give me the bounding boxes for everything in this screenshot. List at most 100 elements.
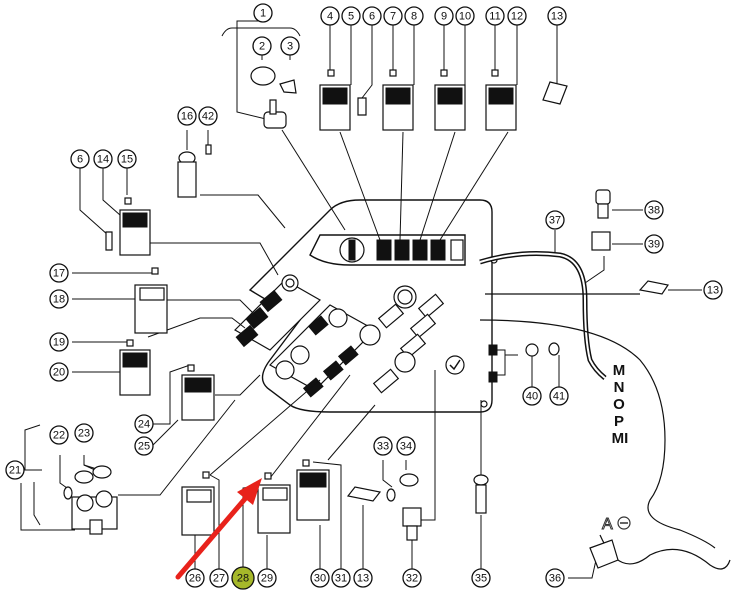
callout-18: 18	[49, 289, 69, 309]
wiring-harness	[479, 251, 731, 570]
clip-41	[548, 342, 560, 356]
callout-circle	[209, 568, 229, 588]
callout-41: 41	[549, 386, 569, 406]
callout-label: 22	[53, 430, 65, 442]
callout-23: 23	[74, 423, 94, 443]
connector-label: O	[613, 396, 625, 413]
callout-35: 35	[471, 568, 491, 588]
callout-29: 29	[257, 568, 277, 588]
callout-circle	[331, 568, 351, 588]
clip	[279, 79, 297, 94]
callout-3: 3	[280, 36, 300, 56]
callout-circle	[74, 423, 94, 443]
rocker-switch-29	[257, 484, 291, 534]
callout-circle	[320, 6, 340, 26]
lens-31	[302, 459, 310, 467]
potentiometer-32	[402, 507, 422, 527]
red-arrow	[175, 478, 262, 580]
callout-42: 42	[198, 106, 218, 126]
callout-label: 32	[406, 573, 418, 585]
callout-label: 34	[400, 441, 412, 453]
callout-circle	[485, 6, 505, 26]
callout-label: 6	[77, 154, 83, 166]
callout-label: 10	[459, 11, 471, 23]
callout-circle	[404, 6, 424, 26]
callout-circle	[310, 568, 330, 588]
callout-circle	[198, 106, 218, 126]
rocker-switch-30	[296, 469, 330, 521]
connector-label: P	[614, 413, 624, 430]
callout-circle	[547, 6, 567, 26]
callout-circle	[545, 568, 565, 588]
callout-12: 12	[507, 6, 527, 26]
callout-label: 7	[390, 11, 396, 23]
callout-6: 6	[70, 149, 90, 169]
callout-circle	[471, 568, 491, 588]
callout-label: 4	[327, 11, 333, 23]
callout-label: 15	[121, 154, 133, 166]
leader-lines	[20, 20, 702, 579]
callout-8: 8	[404, 6, 424, 26]
callout-circle	[703, 280, 723, 300]
callout-label: 40	[526, 391, 538, 403]
callout-label: 18	[53, 294, 65, 306]
callout-circle	[549, 386, 569, 406]
lens-28	[264, 472, 272, 480]
callout-circle	[93, 149, 113, 169]
callout-39: 39	[644, 234, 664, 254]
callout-label: 17	[53, 268, 65, 280]
lens-17	[151, 267, 159, 275]
callout-label: 16	[181, 111, 193, 123]
left-switch-bank	[234, 274, 321, 351]
callout-circle	[177, 106, 197, 126]
callout-circle	[362, 6, 382, 26]
callout-label: 24	[138, 419, 150, 431]
callout-circle	[341, 6, 361, 26]
connector-label: MI	[612, 430, 629, 447]
callout-circle	[117, 149, 137, 169]
callout-2: 2	[252, 36, 272, 56]
callout-32: 32	[402, 568, 422, 588]
callout-25: 25	[134, 436, 154, 456]
callout-34: 34	[396, 436, 416, 456]
callout-9: 9	[434, 6, 454, 26]
callout-label: 29	[261, 573, 273, 585]
callout-circle	[49, 332, 69, 352]
callout-circle	[644, 200, 664, 220]
bulb-6b	[105, 231, 113, 251]
lens-15	[124, 197, 132, 205]
callout-label: 27	[213, 573, 225, 585]
callout-circle	[396, 436, 416, 456]
bulb-6	[357, 97, 367, 116]
callout-label: 6	[369, 11, 375, 23]
callout-label: 11	[489, 11, 500, 23]
knob-indicator	[348, 239, 356, 261]
connector-labels: M N O P MI	[612, 362, 629, 447]
check-indicator	[445, 355, 465, 375]
lens-11	[491, 69, 499, 77]
callout-4: 4	[320, 6, 340, 26]
rocker-switch-10	[434, 84, 466, 131]
callout-label: 12	[511, 11, 523, 23]
callout-label: 13	[707, 285, 719, 297]
callout-circle	[545, 210, 565, 230]
lens-4	[327, 69, 335, 77]
callout-circle	[185, 568, 205, 588]
callout-14: 14	[93, 149, 113, 169]
dual-potentiometer-21	[71, 490, 118, 535]
callout-label: 31	[335, 573, 347, 585]
callout-22: 22	[49, 425, 69, 445]
callout-circle	[253, 3, 273, 23]
bulb-holder-40	[525, 343, 539, 357]
callout-7: 7	[383, 6, 403, 26]
rocker-switch-5	[319, 84, 351, 131]
callout-circle	[257, 568, 277, 588]
right-switch-bank	[359, 285, 465, 394]
bulb-42	[205, 144, 212, 155]
callout-circle	[231, 566, 255, 590]
callout-28: 28	[231, 566, 255, 590]
callout-label: 14	[97, 154, 109, 166]
rocker-switch-25	[181, 374, 215, 421]
